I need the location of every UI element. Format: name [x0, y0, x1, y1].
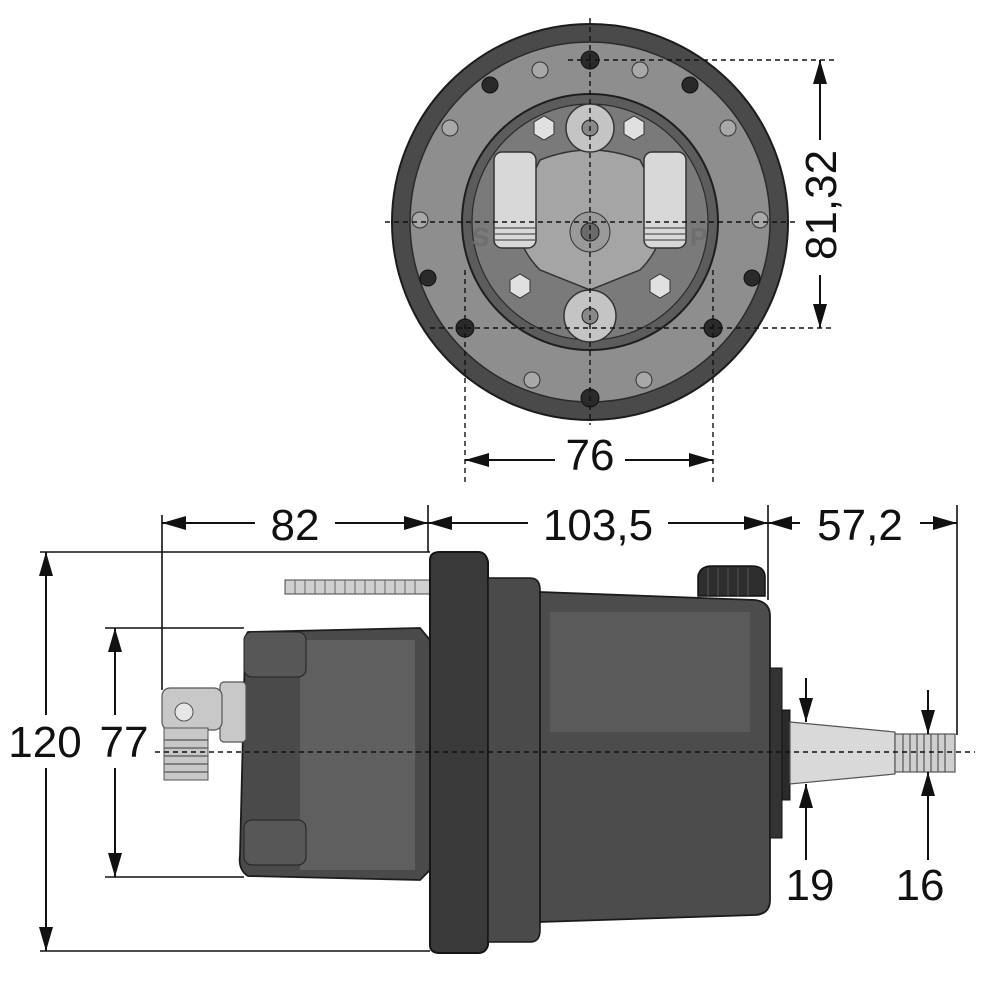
ring-boss — [411, 211, 429, 229]
ring-hole — [419, 269, 437, 287]
rear-boss-lower — [243, 819, 307, 866]
ring-boss — [441, 119, 459, 137]
dimension-103-5: 103,5 — [428, 501, 768, 550]
hex-bolt — [623, 115, 645, 141]
dimension-120: 120 — [8, 552, 82, 951]
center-valve-core — [580, 222, 600, 242]
dimension-label-81-32: 81,32 — [797, 150, 846, 260]
side-view — [155, 551, 975, 954]
ring-boss — [531, 61, 549, 79]
fitting-spigot — [163, 727, 209, 781]
dimension-57-2: 57,2 — [768, 501, 957, 550]
fitting-bore — [174, 702, 194, 722]
ring-boss — [719, 119, 737, 137]
dimension-label-82: 82 — [271, 501, 320, 550]
suction-port-fitting — [493, 151, 537, 249]
front-view: S P — [385, 18, 835, 485]
dimension-16: 16 — [896, 690, 945, 910]
dimension-label-103-5: 103,5 — [543, 501, 653, 550]
body-step — [487, 577, 541, 943]
rear-housing-highlight — [300, 640, 415, 870]
dimension-82: 82 — [162, 501, 428, 550]
fitting-nut — [219, 681, 247, 743]
front-hub-inner — [781, 709, 791, 801]
dimension-label-16: 16 — [896, 861, 945, 910]
ring-boss — [523, 371, 541, 389]
suction-port-label: S — [472, 222, 489, 252]
hex-bolts — [509, 115, 671, 299]
upper-stud — [284, 579, 431, 595]
dimension-label-19: 19 — [786, 861, 835, 910]
dimension-label-120: 120 — [8, 718, 81, 767]
hex-bolt — [509, 273, 531, 299]
tapered-shaft — [789, 721, 896, 785]
cylinder-highlight — [550, 612, 750, 732]
hex-bolt — [649, 273, 671, 299]
dimension-label-77: 77 — [100, 718, 149, 767]
ring-hole — [743, 269, 761, 287]
threaded-end — [894, 733, 956, 773]
ring-boss — [635, 371, 653, 389]
dimension-19: 19 — [786, 678, 835, 910]
dimension-77: 77 — [100, 628, 149, 877]
ring-holes — [411, 50, 769, 408]
ring-boss — [631, 61, 649, 79]
dimension-76: 76 — [465, 431, 713, 480]
rear-boss-upper — [243, 631, 307, 678]
front-hub — [769, 667, 783, 839]
ring-hole — [681, 76, 699, 94]
elbow-fitting — [161, 681, 247, 781]
dimension-label-57-2: 57,2 — [817, 501, 903, 550]
main-flange — [429, 551, 489, 954]
dimension-label-76: 76 — [566, 431, 615, 480]
pressure-port-label: P — [690, 222, 707, 252]
hex-bolt — [533, 115, 555, 141]
ring-boss — [751, 211, 769, 229]
ring-hole — [481, 76, 499, 94]
dimension-81-32: 81,32 — [797, 60, 846, 328]
pressure-port-fitting — [643, 151, 687, 249]
